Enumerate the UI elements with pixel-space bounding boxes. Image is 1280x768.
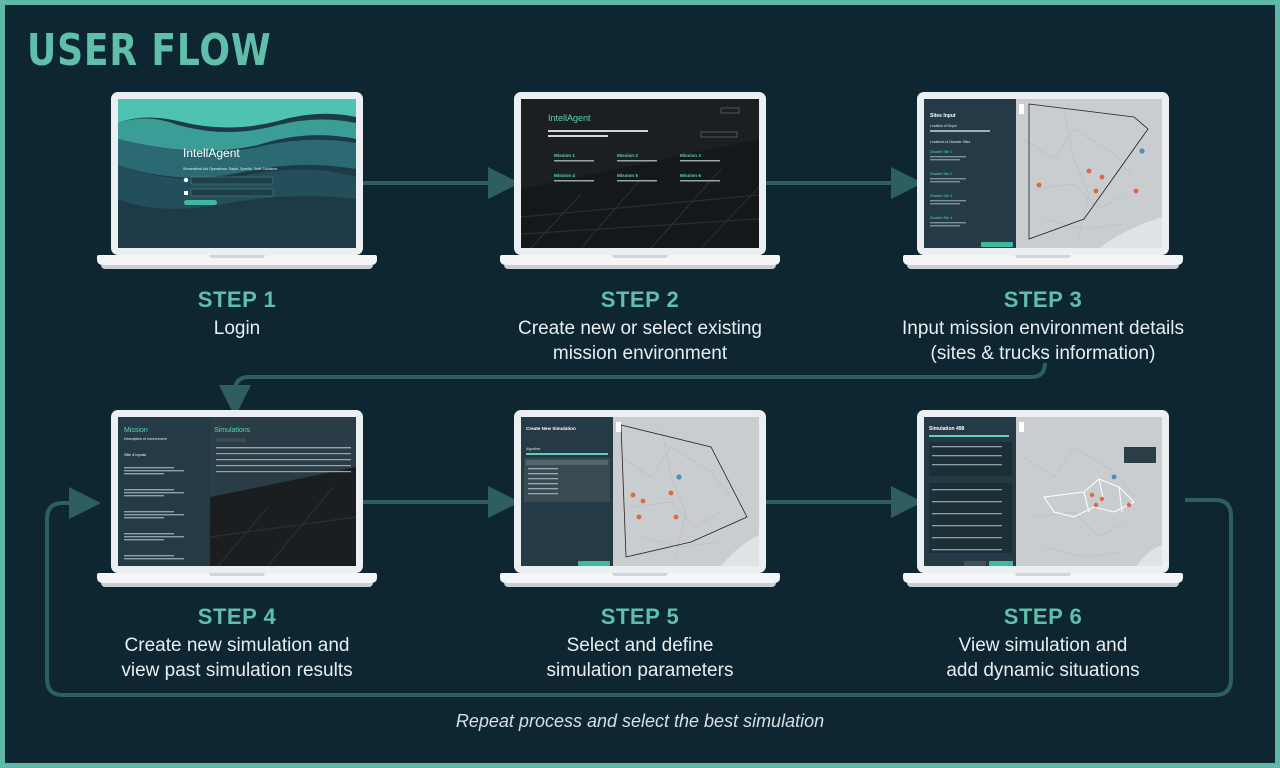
mission-4-label: Mission 4 [554,173,575,178]
mission-5-label: Mission 5 [617,173,638,178]
screen-simulations: Mission Description of environment Site … [118,417,356,566]
mission-1-label: Mission 1 [554,153,575,158]
sites-heading: Sites Input [930,113,956,119]
back-button [964,561,986,566]
flow-arrows [45,167,1233,697]
step-1: STEP 1 Login [47,287,427,341]
username-field [190,176,274,185]
mission-6-label: Mission 6 [680,173,701,178]
simulations-heading: Simulations [214,427,251,434]
step-number: STEP 2 [600,287,680,312]
step-3: STEP 3 Input mission environment details… [853,287,1233,366]
screen-sites: Sites Input Location of Depot Locations … [924,99,1162,248]
laptop-step2-missions: IntellAgent Mission 1 Mission 2 Mission … [500,92,780,274]
new-mission-button [700,131,738,138]
screen-missions: IntellAgent Mission 1 Mission 2 Mission … [521,99,759,248]
parameter-dropdown [524,458,610,502]
sim-heading: Simulation 498 [929,426,965,432]
screen-create-simulation: Create New Simulation Algorithm [521,417,759,566]
laptop-step3-sites: Sites Input Location of Depot Locations … [903,92,1183,274]
play-button [989,561,1013,566]
step-number: STEP 3 [1003,287,1083,312]
laptop-step5-create-simulation: Create New Simulation Algorithm [500,410,780,592]
site-2-label: Disaster Site 2 [930,172,952,176]
step-description: Input mission environment details(sites … [902,318,1184,364]
mission-heading: Mission [124,427,148,434]
step-number: STEP 4 [197,604,277,629]
lock-icon [184,191,188,195]
next-button [981,242,1013,247]
step-number: STEP 5 [600,604,680,629]
login-app-name: IntellAgent [183,146,240,160]
arrow-step3-to-step4 [219,362,1047,417]
password-field [190,188,274,197]
mission-2-label: Mission 2 [617,153,638,158]
step-number: STEP 1 [197,287,277,312]
logout-button [720,107,740,114]
arrow-repeat-loop [45,487,1233,697]
step-number: STEP 6 [1003,604,1083,629]
mission-3-label: Mission 3 [680,153,701,158]
screen-simulation-view: Simulation 498 [924,417,1162,566]
sites-inputs-heading: Site 4 inputs [124,452,146,457]
mission-sub: Description of environment [124,437,168,441]
depot-label: Location of Depot [930,124,957,128]
site-4-label: Disaster Site 4 [930,216,952,220]
laptop-step1-login: IntellAgent Streamlined Aid Operations: … [97,92,377,274]
algorithm-label: Algorithm [526,447,540,451]
page-title: USER FLOW [27,25,272,76]
laptop-step6-simulation-view: Simulation 498 [903,410,1183,592]
missions-app-name: IntellAgent [548,113,591,123]
site-3-label: Disaster Site 3 [930,194,952,198]
user-icon [183,177,189,183]
run-button [578,561,610,566]
repeat-caption: Repeat process and select the best simul… [455,711,825,731]
sites-label: Locations of Disaster Sites [930,140,970,144]
login-tagline: Streamlined Aid Operations: Rapid, Speci… [183,167,277,171]
step-description: Login [213,318,261,339]
create-sim-heading: Create New Simulation [526,426,576,431]
screen-login: IntellAgent Streamlined Aid Operations: … [118,99,356,248]
site-1-label: Disaster Site 1 [930,150,952,154]
laptop-step4-simulations: Mission Description of environment Site … [97,410,377,592]
login-button [184,200,217,205]
user-flow-diagram: USER FLOW IntellAgent Streamlined Aid Op… [5,5,1275,763]
